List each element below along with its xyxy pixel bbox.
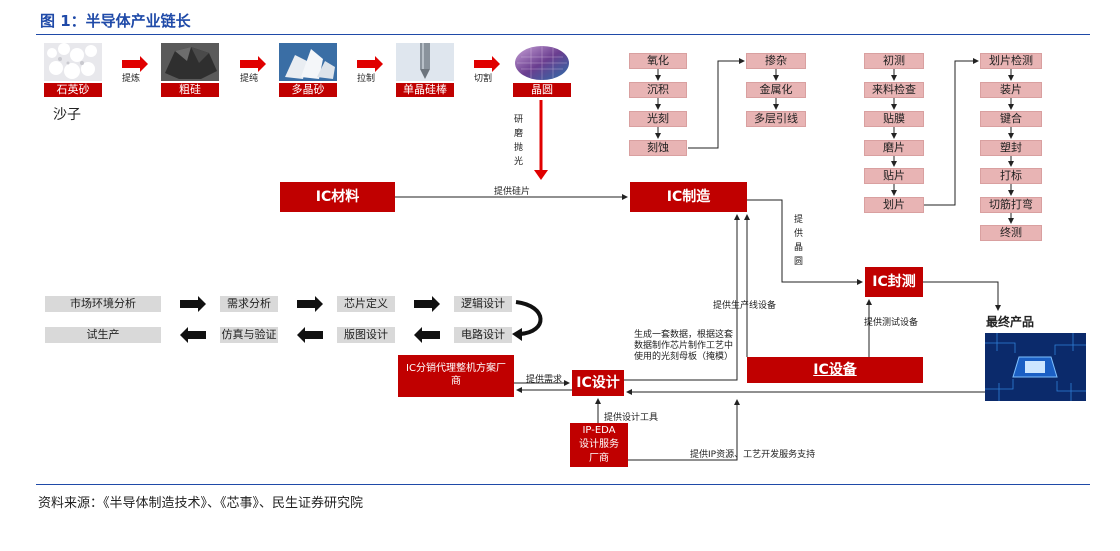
node-ic-package-test: IC封测 xyxy=(865,267,923,297)
material-label-quartz: 石英砂 xyxy=(44,83,102,97)
fab-step-doping: 掺杂 xyxy=(746,53,806,69)
test-step-mounting: 贴片 xyxy=(864,168,924,184)
edge-label-test-equipment: 提供测试设备 xyxy=(864,318,919,328)
node-ic-design: IC设计 xyxy=(572,370,624,396)
material-label-polysilicon: 多晶砂 xyxy=(279,83,337,97)
crude-silicon-image xyxy=(161,43,219,81)
final-product-label: 最终产品 xyxy=(986,315,1035,329)
quartz-sand-image xyxy=(44,43,102,81)
grind-char-2: 磨 xyxy=(514,129,524,139)
design-chip-definition: 芯片定义 xyxy=(337,296,395,312)
grind-char-1: 研 xyxy=(514,115,524,125)
test-step-dicing: 划片 xyxy=(864,197,924,213)
fab-step-deposition: 沉积 xyxy=(629,82,687,98)
node-ic-equipment: IC设备 xyxy=(747,357,923,383)
step-pull-label: 拉制 xyxy=(357,74,376,84)
edge-label-v-1: 提 xyxy=(794,215,804,225)
pack-step-trim-form: 切筋打弯 xyxy=(980,197,1042,213)
final-product-chip-image xyxy=(985,333,1086,401)
fab-step-metallization: 金属化 xyxy=(746,82,806,98)
silicon-ingot-image xyxy=(396,43,454,81)
node-ic-manufacture: IC制造 xyxy=(630,182,747,212)
polysilicon-image xyxy=(279,43,337,81)
fab-step-lithography: 光刻 xyxy=(629,111,687,127)
fab-step-etching: 刻蚀 xyxy=(629,140,687,156)
node-distributor: IC分销代理整机方案厂 商 xyxy=(398,355,514,397)
edge-label-supply-wafer: 提供硅片 xyxy=(494,187,531,197)
pack-step-bonding: 键合 xyxy=(980,111,1042,127)
edge-label-ip-support: 提供IP资源、工艺开发服务支持 xyxy=(690,450,816,460)
fab-step-oxidation: 氧化 xyxy=(629,53,687,69)
design-logic: 逻辑设计 xyxy=(454,296,512,312)
design-market-analysis: 市场环境分析 xyxy=(45,296,161,312)
figure-source: 资料来源：《半导体制造技术》、《芯事》、民生证券研究院 xyxy=(38,496,364,511)
step-cut-label: 切割 xyxy=(474,74,493,84)
edge-label-design-tools: 提供设计工具 xyxy=(604,413,659,423)
pack-step-dicing-inspection: 划片检测 xyxy=(980,53,1042,69)
design-layout: 版图设计 xyxy=(337,327,395,343)
pack-step-final-test: 终测 xyxy=(980,225,1042,241)
grind-char-3: 抛 xyxy=(514,143,524,153)
pack-step-die-attach: 装片 xyxy=(980,82,1042,98)
node-ic-material: IC材料 xyxy=(280,182,395,212)
edge-label-line-equipment: 提供生产线设备 xyxy=(713,301,777,311)
edge-label-v-3: 晶 xyxy=(794,243,804,253)
material-label-ingot: 单晶硅棒 xyxy=(396,83,454,97)
step-purify-label: 提纯 xyxy=(240,74,259,84)
fab-step-multilayer-wiring: 多层引线 xyxy=(746,111,806,127)
red-step-arrows xyxy=(122,56,500,72)
material-label-crude-silicon: 粗硅 xyxy=(161,83,219,97)
bottom-rule xyxy=(36,484,1090,485)
material-label-wafer: 晶圆 xyxy=(513,83,571,97)
design-circuit: 电路设计 xyxy=(454,327,512,343)
edge-label-demand: 提供需求 xyxy=(526,375,563,385)
test-step-film: 贴膜 xyxy=(864,111,924,127)
wafer-image xyxy=(513,43,571,81)
test-step-initial: 初测 xyxy=(864,53,924,69)
figure-title: 图 1：半导体产业链长 xyxy=(40,12,191,30)
edge-label-v-2: 供 xyxy=(794,229,804,239)
design-trial-production: 试生产 xyxy=(45,327,161,343)
pack-step-marking: 打标 xyxy=(980,168,1042,184)
edge-label-v-4: 圆 xyxy=(794,257,804,267)
pack-step-molding: 塑封 xyxy=(980,140,1042,156)
node-ip-eda: IP-EDA 设计服务 厂商 xyxy=(570,423,628,467)
design-requirements: 需求分析 xyxy=(220,296,278,312)
top-rule xyxy=(36,34,1090,35)
grind-char-4: 光 xyxy=(514,157,524,167)
edge-label-mask-note: 生成一套数据，根据这套 数据制作芯片制作工艺中 使用的光刻母板（掩模） xyxy=(634,330,734,362)
test-step-incoming: 来料检查 xyxy=(864,82,924,98)
design-simulation: 仿真与验证 xyxy=(220,327,278,343)
test-step-grinding: 磨片 xyxy=(864,140,924,156)
sand-label: 沙子 xyxy=(53,107,81,123)
step-refine-label: 提炼 xyxy=(122,74,141,84)
